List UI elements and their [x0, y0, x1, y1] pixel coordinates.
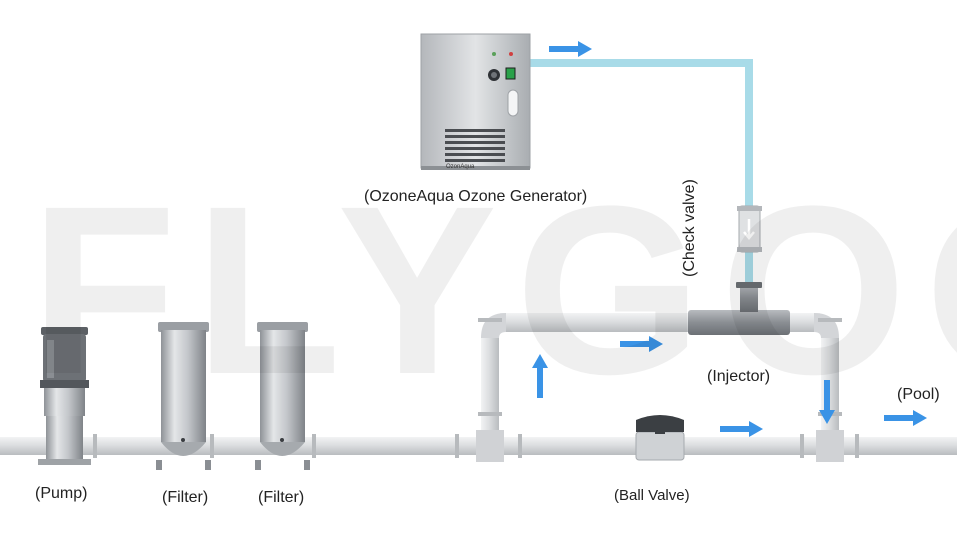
generator-label: (OzoneAqua Ozone Generator)	[364, 188, 588, 205]
check-valve-label: (Check valve)	[681, 179, 698, 277]
flow-arrow-ozone	[549, 41, 592, 57]
flow-arrow-up	[532, 354, 548, 398]
filter-label-2: (Filter)	[258, 489, 305, 506]
generator-brand: OzonAqua	[446, 164, 475, 170]
flow-arrow-down	[819, 380, 835, 424]
flow-arrow-bypass-top	[620, 336, 663, 352]
pump	[38, 327, 91, 465]
pipe-couplings	[93, 430, 859, 462]
ball-valve	[635, 415, 685, 461]
ozone-generator: OzonAqua	[420, 33, 531, 170]
flow-arrows	[532, 41, 927, 437]
flow-arrow-pool	[884, 410, 927, 426]
injector-fitting	[688, 282, 790, 335]
check-valve	[737, 205, 762, 253]
filter-label-1: (Filter)	[162, 489, 209, 506]
ball-valve-label: (Ball Valve)	[614, 487, 690, 504]
filter-housing-1	[156, 322, 211, 470]
pool-label: (Pool)	[897, 386, 940, 403]
filter-housing-2	[255, 322, 310, 470]
watermark-text: FLYGOO	[30, 156, 957, 424]
generator-vent	[445, 129, 505, 162]
flow-arrow-main	[720, 421, 763, 437]
pump-label: (Pump)	[35, 485, 88, 502]
injector-label: (Injector)	[707, 368, 771, 385]
